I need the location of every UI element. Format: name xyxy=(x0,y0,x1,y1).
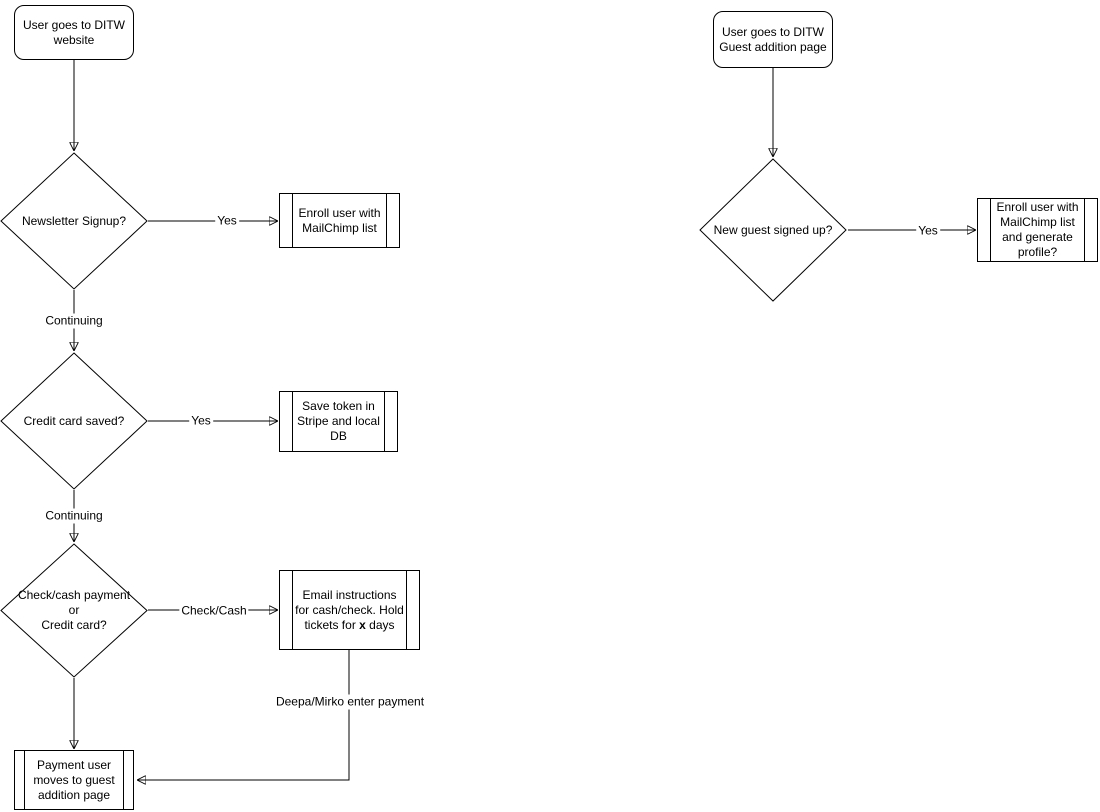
process-email-instructions: Email instructions for cash/check. Hold … xyxy=(279,570,420,650)
predefined-process-bar-left xyxy=(24,751,25,809)
edge-label-yes-1: Yes xyxy=(215,213,239,229)
predefined-process-bar-right xyxy=(123,751,124,809)
diamond-shape xyxy=(0,543,148,678)
process-enroll-generate-profile-label: Enroll user with MailChimp list and gene… xyxy=(996,200,1079,259)
decision-new-guest: New guest signed up? xyxy=(699,158,847,302)
terminal-payment-user-label: Payment user moves to guest addition pag… xyxy=(33,757,115,802)
edge-label-yes-3: Yes xyxy=(916,223,940,239)
predefined-process-bar-left xyxy=(292,194,293,247)
process-enroll-mailchimp-label: Enroll user with MailChimp list xyxy=(298,205,381,235)
start-node-guest-page-label: User goes to DITW Guest addition page xyxy=(719,24,827,54)
predefined-process-bar-right xyxy=(386,194,387,247)
email-text-post: days xyxy=(365,617,395,632)
edge-label-yes-2: Yes xyxy=(189,413,213,429)
process-save-token-label: Save token in Stripe and local DB xyxy=(297,399,380,443)
predefined-process-bar-right xyxy=(406,571,407,649)
decision-payment-method-label: Check/cash payment or Credit card? xyxy=(17,588,131,632)
edge-label-check-cash: Check/Cash xyxy=(179,603,249,619)
edge-label-continuing-2: Continuing xyxy=(43,508,105,524)
process-enroll-generate-profile: Enroll user with MailChimp list and gene… xyxy=(977,198,1098,262)
process-enroll-mailchimp: Enroll user with MailChimp list xyxy=(279,193,400,248)
predefined-process-bar-left xyxy=(990,199,991,261)
decision-payment-method: Check/cash payment or Credit card? xyxy=(0,543,148,678)
decision-new-guest-label: New guest signed up? xyxy=(713,222,833,237)
diamond-shape xyxy=(0,152,148,290)
edge-email-to-terminal xyxy=(137,650,350,780)
edge-label-deepa-mirko: Deepa/Mirko enter payment xyxy=(273,694,427,710)
predefined-process-bar-right xyxy=(1084,199,1085,261)
terminal-payment-user: Payment user moves to guest addition pag… xyxy=(14,750,134,810)
edge-label-continuing-1: Continuing xyxy=(43,313,105,329)
diamond-shape xyxy=(699,158,847,302)
decision-credit-card-saved: Credit card saved? xyxy=(0,352,148,490)
decision-newsletter-signup-label: Newsletter Signup? xyxy=(21,213,127,228)
start-node-website: User goes to DITW website xyxy=(14,5,134,60)
predefined-process-bar-right xyxy=(384,392,385,451)
process-email-instructions-label: Email instructions for cash/check. Hold … xyxy=(295,588,404,633)
diamond-shape xyxy=(0,352,148,490)
email-text-pre: Email instructions for cash/check. Hold … xyxy=(295,587,404,632)
start-node-guest-page: User goes to DITW Guest addition page xyxy=(713,11,833,68)
start-node-website-label: User goes to DITW website xyxy=(22,17,126,47)
process-save-token: Save token in Stripe and local DB xyxy=(279,391,398,452)
decision-credit-card-saved-label: Credit card saved? xyxy=(23,413,125,428)
decision-newsletter-signup: Newsletter Signup? xyxy=(0,152,148,290)
email-text-bold-x: x xyxy=(359,617,366,632)
predefined-process-bar-left xyxy=(292,571,293,649)
predefined-process-bar-left xyxy=(292,392,293,451)
